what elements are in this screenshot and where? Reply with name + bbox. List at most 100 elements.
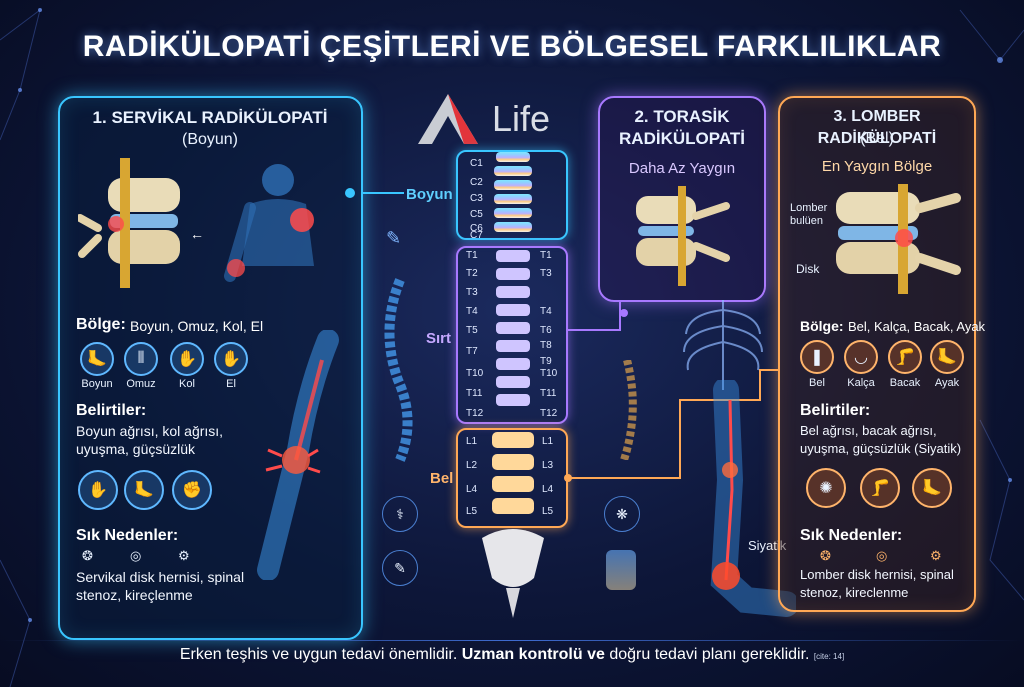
region-label-bel: Bel [430,470,454,487]
seg-c6: C6 [470,223,483,234]
weak-hand-icon: ✊ [172,470,212,510]
lumbar-subtitle: En Yaygın Bölge [821,158,933,175]
seg-c7: C7 [470,230,483,241]
cervical-region-label: Bölge: [76,316,126,333]
lumbar-subtitle-paren: (Bel) [860,130,894,147]
footer-cite: [cite: 14] [813,652,845,661]
cervical-symptoms-label: Belirtiler: [76,402,147,419]
seg-t12-left: T12 [466,408,484,419]
region-caption-bacak: Bacak [889,377,921,389]
lumbar-bulge-label: Lomber bulüen [790,202,828,227]
arm-icon: ✋ [170,342,204,376]
logo-text: Life [492,98,551,139]
stenosis-icon: ◎ [130,548,142,563]
leg-sciatica-illustration [710,380,796,617]
foot-pain-icon: 🦶 [912,468,952,508]
arm-pain-illustration [257,330,339,580]
life-logo: Life [408,86,588,150]
cervical-causes-text: Servikal disk hernisi, spinal stenoz, ki… [76,569,245,603]
seg-c1: C1 [470,158,483,169]
footer-text-1: Erken teşhis ve uygun tedavi önemlidir. [179,646,462,663]
lumbar-causes-text: Lomber disk hernisi, spinal stenoz, kire… [800,567,954,600]
seg-l2-left: L2 [466,460,478,471]
ribcage-illustration [683,300,763,390]
seg-t10-right: T10 [540,368,558,379]
region-caption-kalca: Kalça [847,377,875,389]
lumbar-symptoms-label: Belirtiler: [800,402,871,419]
cervical-vertebra-illustration [78,158,180,288]
foot-icon: 🦶 [930,340,964,374]
seg-c3: C3 [470,193,483,204]
cervical-symptoms-text: Boyun ağrısı, kol ağrısı, uyuşma, güçsüz… [76,423,224,457]
seg-t9-right: T9 [540,356,552,367]
spine-column [482,152,544,618]
seg-t12-right: T12 [540,408,558,419]
hip-icon: ◡ [844,340,878,374]
seg-l4-left: L4 [466,484,478,495]
cervical-region-value: Boyun, Omuz, Kol, El [130,318,264,334]
seg-t2-left: T2 [466,268,478,279]
lumbar-region-value: Bel, Kalça, Bacak, Ayak [848,319,986,334]
back-pain-icon: ✺ [806,468,846,508]
logo-triangle-icon [418,94,478,144]
seg-t10-left: T10 [466,368,484,379]
hand-icon: ✋ [214,342,248,376]
seg-t4-left: T4 [466,306,478,317]
lumbar-gear-icon: ⚙ [930,548,942,563]
seg-t1-right: T1 [540,250,552,261]
seg-l1-right: L1 [542,436,554,447]
lumbar-causes-label: Sık Nedenler: [800,527,903,544]
region-caption-ayak: Ayak [934,377,960,389]
seg-l1-left: L1 [466,436,478,447]
thoracic-heading: 2. TORASİK RADİKÜLOPATİ [619,107,745,148]
cervical-heading: 1. SERVİKAL RADİKÜLOPATİ [92,108,328,127]
seg-t1-left: T1 [466,250,478,261]
footer-note: Erken teşhis ve uygun tedavi önemlidir. … [0,646,1024,664]
region-caption-bel: Bel [809,377,825,389]
sciatica-label: Siyatik [748,538,787,553]
seg-t3-left: T3 [466,287,478,298]
seg-l5-left: L5 [466,506,478,517]
cervical-causes-label: Sık Nedenler: [76,527,179,544]
seg-t11-right: T11 [540,388,557,399]
knee-pain-icon: 🦵 [860,468,900,508]
seg-l4-right: L4 [542,484,554,495]
footer-divider [0,640,1024,641]
mini-spine-icon [606,550,636,590]
page-title: RADİKÜLOPATİ ÇEŞİTLERİ VE BÖLGESEL FARKL… [82,30,942,63]
seg-t5-left: T5 [466,325,478,336]
lumbar-stenosis-icon: ◎ [876,548,888,563]
region-caption-el: El [226,378,236,390]
syringe-icon: ✎ [386,228,402,248]
neck-pain-silhouette [224,164,314,282]
gear-icon: ⚙ [178,548,190,563]
thoracic-spine-box [456,246,568,424]
arrow-icon: ← [190,226,204,242]
leg-icon: 🦵 [888,340,922,374]
lumbar-disc-label: Disk [796,262,820,276]
hand-pain-icon: ✋ [78,470,118,510]
injection-icon: ✎ [382,550,418,586]
nerve-icon: ❋ [604,496,640,532]
region-caption-kol: Kol [179,378,195,390]
seg-t4-right: T4 [540,306,552,317]
foot-numb-icon: 🦶 [124,470,164,510]
thoracic-subtitle: Daha Az Yaygın [628,160,736,177]
lumbar-symptoms-text: Bel ağrısı, bacak ağrısı, uyuşma, güçsüz… [800,423,962,456]
cervical-subtitle: (Boyun) [181,131,239,148]
lower-back-icon: ❚ [800,340,834,374]
seg-t6-right: T6 [540,325,552,336]
region-label-sirt: Sırt [426,330,452,347]
doctor-icon: ⚕ [382,496,418,532]
footer-text-bold: Uzman kontrolü ve [461,646,605,663]
seg-t7-left: T7 [466,346,478,357]
thoracic-vertebra-illustration [636,186,730,286]
disc-icon: ❂ [82,548,93,563]
seg-c2: C2 [470,177,483,188]
seg-t8-right: T8 [540,340,552,351]
lumbar-vertebra-illustration [836,184,961,294]
seg-c5: C5 [470,209,483,220]
cervical-spine-box [456,150,568,240]
